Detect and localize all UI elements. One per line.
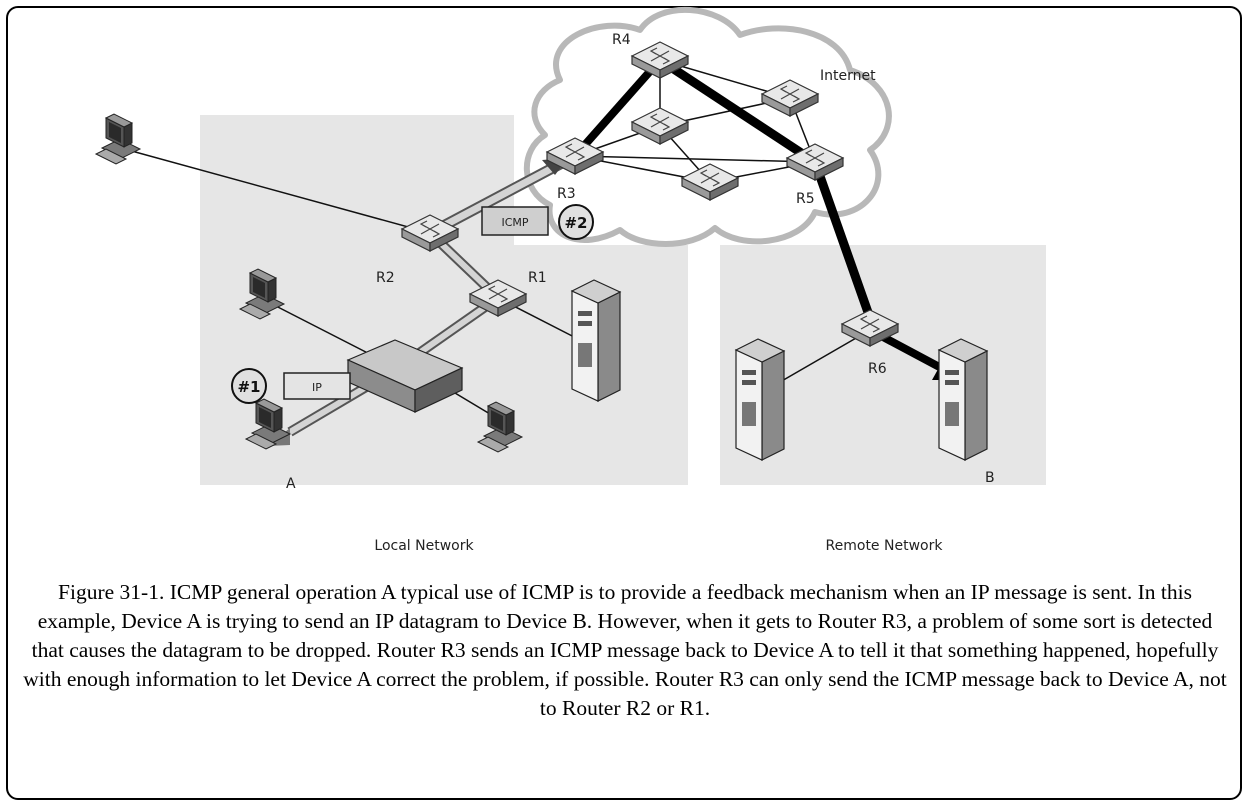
label-device-b: B xyxy=(985,470,995,486)
svg-text:ICMP: ICMP xyxy=(501,216,528,229)
svg-text:#1: #1 xyxy=(237,378,260,396)
icmp-diagram: ICMP IP #2 #1 R4 Internet R3 R5 R2 R1 R6… xyxy=(95,7,1046,554)
step-1-badge: #1 xyxy=(231,368,267,404)
datagram-path xyxy=(572,56,947,374)
label-r2: R2 xyxy=(376,270,395,286)
label-internet: Internet xyxy=(820,68,876,84)
device-b-server-icon xyxy=(938,338,988,461)
label-r3: R3 xyxy=(557,186,576,202)
server-local-icon xyxy=(571,279,621,402)
label-local-network: Local Network xyxy=(374,538,474,554)
switch-icon xyxy=(346,339,464,413)
label-remote-network: Remote Network xyxy=(826,538,944,554)
svg-text:IP: IP xyxy=(312,381,322,394)
label-r4: R4 xyxy=(612,32,631,48)
ip-message-box: IP xyxy=(283,372,351,400)
figure-caption: Figure 31-1. ICMP general operation A ty… xyxy=(23,580,1227,720)
step-2-badge: #2 xyxy=(558,204,594,240)
pc-top-left-icon xyxy=(95,113,141,165)
label-r5: R5 xyxy=(796,191,815,207)
svg-text:#2: #2 xyxy=(564,214,587,232)
label-r6: R6 xyxy=(868,361,887,377)
label-device-a: A xyxy=(286,476,296,492)
server-remote-icon xyxy=(735,338,785,461)
label-r1: R1 xyxy=(528,270,547,286)
icmp-message-box: ICMP xyxy=(481,206,549,236)
internet-cloud xyxy=(523,7,892,247)
